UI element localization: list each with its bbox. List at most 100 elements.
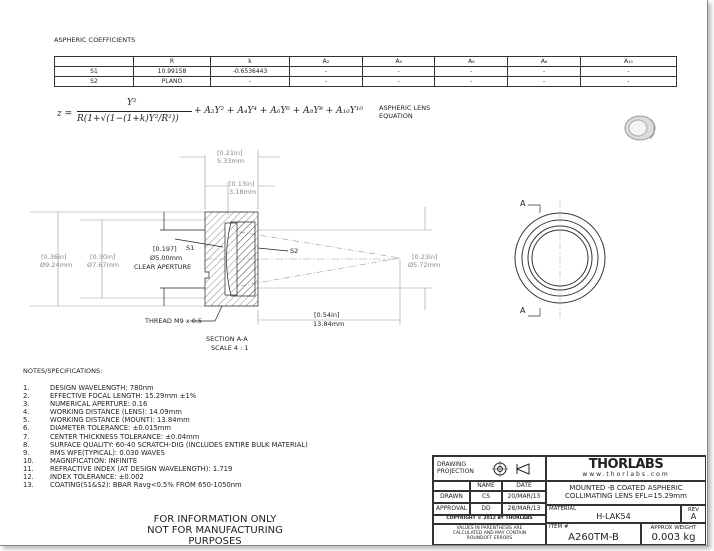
note-text: RMS WFE(TYPICAL): 0.030 WAVES	[50, 448, 165, 457]
note-text: INDEX TOLERANCE: ±0.002	[50, 473, 144, 482]
notes-title: NOTES/SPECIFICATIONS:	[23, 367, 103, 375]
note-item: 8. SURFACE QUALITY: 60-40 SCRATCH-DIG (IN…	[23, 441, 308, 449]
title-block: DRAWING PROJECTION NAME DATE DRAWN CS 20…	[432, 455, 706, 545]
note-item: 13. COATING(S1&S2): BBAR Ravg<0.5% FROM 6…	[23, 481, 308, 489]
section-scale: SCALE 4 : 1	[211, 344, 249, 352]
note-number: 4.	[23, 408, 30, 417]
dimension-id-mm: Ø7.67mm	[87, 261, 120, 269]
dimension-output-mm: Ø5.72mm	[408, 261, 441, 269]
lens-3d-icon	[624, 115, 656, 141]
clear-aperture-mm: Ø5.00mm	[150, 254, 183, 262]
dimension-length-in: [0.21in]	[217, 149, 243, 157]
note-item: 10. MAGNIFICATION: INFINITE	[23, 457, 308, 465]
rev-value: A	[690, 511, 697, 521]
drawing-projection-label: DRAWING PROJECTION	[437, 460, 474, 475]
copyright: COPYRIGHT © 2012 BY THORLABS	[433, 515, 546, 524]
note-item: 3.NUMERICAL APERTURE: 0.16	[23, 400, 308, 408]
note-text: CENTER THICKNESS TOLERANCE: ±0.04mm	[50, 432, 200, 441]
date-header: DATE	[502, 481, 546, 491]
clear-aperture-label: CLEAR APERTURE	[134, 263, 192, 271]
section-marker-a: A	[520, 306, 526, 315]
warning-line: NOT FOR MANUFACTURING PURPOSES	[147, 525, 283, 547]
note-number: 7.	[23, 432, 30, 441]
note-item: 2. EFFECTIVE FOCAL LENGTH: 15.29mm ±1%	[23, 392, 308, 400]
note-text: EFFECTIVE FOCAL LENGTH: 15.29mm ±1%	[50, 392, 197, 401]
equation-numerator: Y²	[127, 98, 137, 108]
note-number: 11.	[23, 464, 34, 473]
note-text: NUMERICAL APERTURE: 0.16	[50, 400, 148, 409]
working-distance-mm: 13.84mm	[313, 320, 345, 328]
surface-s2-label: S2	[290, 247, 299, 255]
note-number: 5.	[23, 416, 30, 425]
clear-aperture-in: [0.197]	[153, 245, 177, 253]
note-number: 8.	[23, 440, 30, 449]
material-value: H-LAK54	[596, 511, 631, 521]
surface-s1-label: S1	[186, 244, 195, 252]
note-text: SURFACE QUALITY: 60-40 SCRATCH-DIG (INCL…	[50, 440, 308, 449]
note-text: WORKING DISTANCE (MOUNT): 13.84mm	[50, 416, 190, 425]
warning-line: FOR INFORMATION ONLY	[153, 514, 277, 525]
approval-date: 28/MAR/13	[502, 503, 546, 515]
section-title: SECTION A-A	[206, 335, 248, 343]
note-text: MAGNIFICATION: INFINITE	[50, 456, 138, 465]
coefficients-title: ASPHERIC COEFFICIENTS	[54, 36, 136, 44]
note-text: REFRACTIVE INDEX (AT DESIGN WAVELENGTH):…	[50, 464, 233, 473]
dimension-id-in: [0.30in]	[90, 253, 116, 261]
section-marker-a: A	[520, 199, 526, 208]
thread-label: THREAD M9 x 0.5	[145, 317, 203, 325]
equation-terms: + A₂Y² + A₄Y⁴ + A₆Y⁶ + A₈Y⁸ + A₁₀Y¹⁰	[194, 106, 363, 116]
note-text: COATING(S1&S2): BBAR Ravg<0.5% FROM 650-…	[50, 481, 242, 490]
approval-label: APPROVAL	[433, 503, 470, 515]
approval-name: DD	[470, 503, 502, 515]
note-number: 2.	[23, 392, 30, 401]
equation-lhs: z =	[57, 109, 73, 119]
material-label: MATERIAL	[549, 506, 577, 512]
projection-symbol-icon	[492, 460, 530, 477]
rev-label: REV	[687, 506, 700, 513]
drawn-name: CS	[470, 491, 502, 503]
note-number: 12.	[23, 473, 34, 482]
thorlabs-url: www.thorlabs.com	[582, 471, 670, 479]
dimension-output-in: [0.23in]	[412, 253, 438, 261]
note-item: 9. RMS WFE(TYPICAL): 0.030 WAVES	[23, 449, 308, 457]
weight-label: APPROX WEIGHT	[650, 525, 697, 532]
note-number: 13.	[23, 481, 34, 490]
weight-value: 0.003 kg	[651, 531, 696, 543]
equation-label: ASPHERIC LENS	[379, 104, 431, 112]
notes-list: 1. DESIGN WAVELENGTH: 780nm 2. EFFECTIVE FO…	[23, 384, 308, 489]
note-item: 12. INDEX TOLERANCE: ±0.002	[23, 473, 308, 481]
dimension-od-in: [0.36in]	[41, 253, 67, 261]
note-number: 10.	[23, 456, 34, 465]
drawn-label: DRAWN	[433, 491, 470, 503]
note-item: 4. WORKING DISTANCE (LENS): 14.09mm	[23, 408, 308, 416]
cell: -	[579, 76, 678, 87]
note-number: 9.	[23, 448, 30, 457]
note-text: DIAMETER TOLERANCE: ±0.015mm	[50, 424, 172, 433]
note-text: DESIGN WAVELENGTH: 780nm	[50, 384, 154, 392]
part-description: MOUNTED -B COATED ASPHERIC COLLIMATING L…	[546, 481, 706, 505]
note-text: WORKING DISTANCE (LENS): 14.09mm	[50, 408, 182, 417]
note-item: 6. DIAMETER TOLERANCE: ±0.015mm	[23, 424, 308, 432]
item-label: ITEM #	[549, 524, 569, 530]
values-note: VALUES IN PARENTHESIS ARE CALCULATED AND…	[433, 524, 546, 545]
equation-label: EQUATION	[379, 112, 413, 120]
cell: -	[210, 76, 290, 87]
note-item: 5. WORKING DISTANCE (MOUNT): 13.84mm	[23, 416, 308, 424]
information-warning: FOR INFORMATION ONLY NOT FOR MANUFACTURI…	[120, 514, 310, 547]
note-item: 1. DESIGN WAVELENGTH: 780nm	[23, 384, 308, 392]
note-item: 11. REFRACTIVE INDEX (AT DESIGN WAVELENGT…	[23, 465, 308, 473]
dimension-od-mm: Ø9.24mm	[40, 261, 73, 269]
equation-denominator: R(1+√(1−(1+k)Y²/R²))	[77, 114, 179, 124]
note-number: 6.	[23, 424, 30, 433]
drawn-date: 20/MAR/13	[502, 491, 546, 503]
note-item: 7. CENTER THICKNESS TOLERANCE: ±0.04mm	[23, 433, 308, 441]
thorlabs-logo: THORLABS	[588, 457, 664, 473]
dimension-lens-in: [0.13in]	[229, 180, 255, 188]
note-number: 1.	[23, 384, 30, 392]
dimension-lens-mm: 3.18mm	[229, 188, 257, 196]
working-distance-in: [0.54in]	[314, 311, 340, 319]
